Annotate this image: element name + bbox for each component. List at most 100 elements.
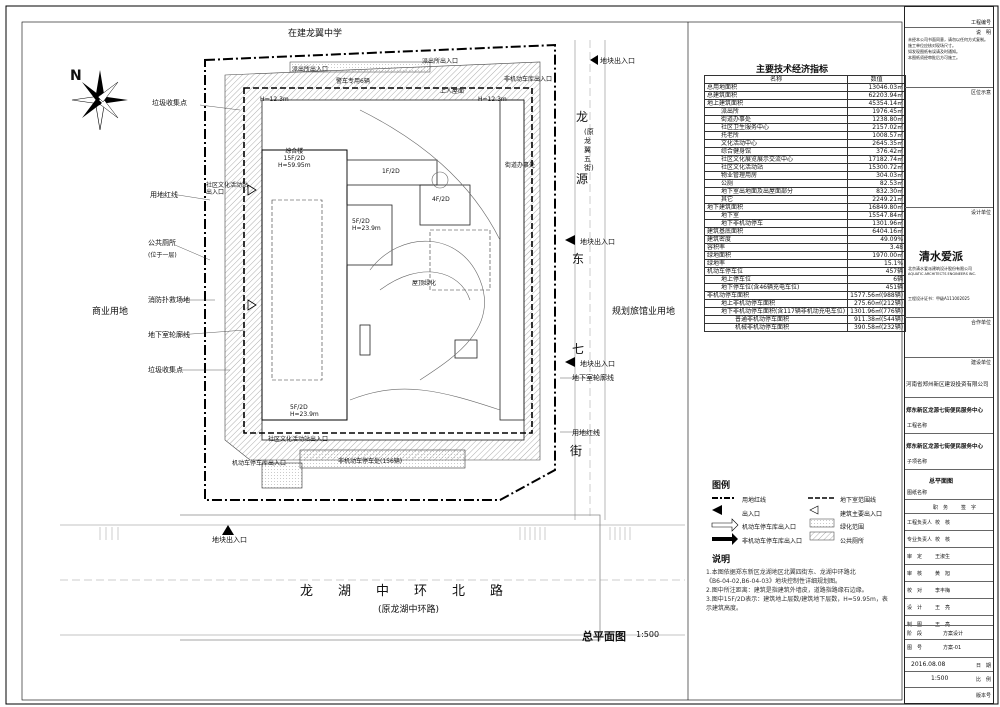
header-value: 数值: [847, 75, 907, 84]
tb-note-label: 说 明: [975, 30, 991, 36]
bldg-4f-label: 4F/2D: [432, 196, 450, 203]
tb-design-label: 设计单位: [970, 210, 991, 216]
nonmotor-parking-strip: [299, 449, 466, 469]
legend-item: 非机动车停车库出入口: [742, 537, 803, 545]
indicator-value: 304.03㎡: [847, 171, 907, 180]
nonmotor-parking-text: 非机动车停车处: [338, 458, 381, 465]
note-line: 《B6-04-02,B6-04-03》地块控制性详细规划图。: [706, 578, 841, 585]
indicator-name: 地下室: [703, 211, 849, 220]
indicator-value: 832.30㎡: [847, 187, 907, 196]
tb-date: 2016.08.08: [911, 661, 946, 668]
right-use-label: 规划旅馆业用地: [612, 307, 676, 317]
tb-zone-label: 区位示意: [970, 90, 991, 96]
height-note: H=12.3m: [260, 96, 289, 103]
indicator-name: 地下非机动停车面积(含117辆非机动充电车位): [703, 307, 849, 316]
stair-box: [359, 324, 371, 356]
tb-dwgno: 方案-01: [943, 645, 962, 651]
indicator-name: 建筑密度: [703, 235, 849, 244]
car-parking-area: [261, 462, 303, 489]
indicator-row: 地下停车位(含46辆充电车位)451辆: [703, 283, 907, 292]
tb-date-label: 日 期: [975, 663, 991, 669]
indicator-name: 街道办事处: [703, 115, 849, 124]
site-entry-top: 地块出入口: [600, 57, 635, 65]
indicator-name: 绿地率: [703, 259, 849, 268]
building-main: [261, 149, 348, 421]
header-name: 名称: [703, 75, 849, 84]
indicator-name: 物业管理用房: [703, 171, 849, 180]
tb-scale: 1:500 比 例: [905, 671, 993, 686]
legend-graphics: [711, 497, 835, 545]
tb-sign-role-cell: 审 核: [907, 571, 923, 577]
company-name-en: AQUATIC ARCHITECTS ENGINEERS INC.: [908, 272, 977, 276]
company-name: 北京清水爱派建筑设计股份有限公司: [908, 266, 972, 271]
indicator-value: 6辆: [847, 275, 907, 284]
police-entry: 派出所出入口: [422, 58, 459, 65]
tb-sign-sub-cell: 王 亮: [935, 605, 951, 611]
indicator-name: 总用地面积: [703, 83, 849, 92]
entry-arrow-east1: [565, 235, 575, 245]
legend-item: 建筑主要出入口: [840, 510, 883, 518]
tb-note-line: 未经本公司书面同意，请勿以任何方式复制。: [908, 37, 988, 42]
indicator-value: 1301.96㎡(776辆): [847, 307, 907, 316]
tb-notes: 说 明 未经本公司书面同意，请勿以任何方式复制。 施工单位应核对现场尺寸。 如发…: [905, 27, 993, 88]
tb-sign-rows: 工程负责人校 核专业负责人校 核审 定王淑生审 核黄 旭校 对李丰梅设 计王 亮…: [905, 513, 993, 632]
tb-note-line: 施工单位应核对现场尺寸。: [908, 43, 956, 48]
tb-date: 2016.08.08 日 期: [905, 657, 993, 672]
callout-garbage-2: 垃圾收集点: [148, 366, 183, 374]
legend-item: 公共厕所: [840, 537, 865, 545]
tb-sign-name: 签 字: [961, 505, 977, 511]
indicators-header: 名称 数值: [703, 75, 907, 84]
outer-border: [5, 5, 999, 705]
notes-title: 说明: [712, 555, 731, 565]
company-cert: 工程设计证书：甲级A111002025: [908, 296, 970, 301]
tb-zone: 区位示意: [905, 87, 993, 208]
indicator-value: 15.1%: [847, 259, 907, 268]
bldg-5f-height: H=23.9m: [352, 225, 381, 232]
tb-sign-role-cell: 专业负责人: [907, 537, 933, 543]
indicator-value: 451辆: [847, 283, 907, 292]
indicator-value: 1577.56㎡(988辆): [847, 291, 907, 300]
note-line: 1.本图依据郑东新区龙湖地区北翼四街东、龙湖中环路北: [706, 569, 856, 576]
legend-item: 出入口: [742, 510, 761, 518]
legend-title: 图例: [712, 481, 731, 491]
building-inner: [271, 199, 323, 381]
tb-sign-row: 校 对李丰梅: [905, 581, 993, 598]
bldg-1f-label: 1F/2D: [382, 168, 400, 175]
indicator-name: 绿地面积: [703, 251, 849, 260]
tb-sign-row: 审 核黄 旭: [905, 564, 993, 581]
entry-arrow-east2: [565, 357, 575, 367]
crosswalk: [99, 527, 631, 540]
indicator-value: 62203.94㎡: [847, 91, 907, 100]
legend-right: 地下室范围线 建筑主要出入口 绿化范围 公共厕所: [840, 494, 882, 548]
indicator-name: 社区文化活动站: [703, 163, 849, 172]
road-east-char: 东: [572, 252, 585, 266]
tb-sign-sub-cell: 黄 旭: [935, 571, 951, 577]
indicator-value: 16849.80㎡: [847, 203, 907, 212]
indicator-name: 综合健身馆: [703, 147, 849, 156]
leader-lines: [174, 104, 600, 433]
indicator-value: 1976.45㎡: [847, 107, 907, 116]
tb-project: 郑东新区龙源七街便民服务中心 工程名称: [905, 397, 993, 434]
callout-fire: 消防扑救场地: [148, 296, 190, 304]
indicator-value: 6404.16㎡: [847, 227, 907, 236]
indicator-name: 公厕: [703, 179, 849, 188]
car-parking-label: 机动车停车库出入口: [232, 460, 287, 467]
plan-scale: 1:500: [636, 630, 660, 639]
indicator-value: 376.42㎡: [847, 147, 907, 156]
tb-sign-header: 职 务 签 字: [905, 499, 993, 514]
entry-arrow-south: [222, 525, 234, 535]
building-footprint: [261, 99, 525, 441]
tb-dwgno-label: 图 号: [907, 645, 923, 651]
